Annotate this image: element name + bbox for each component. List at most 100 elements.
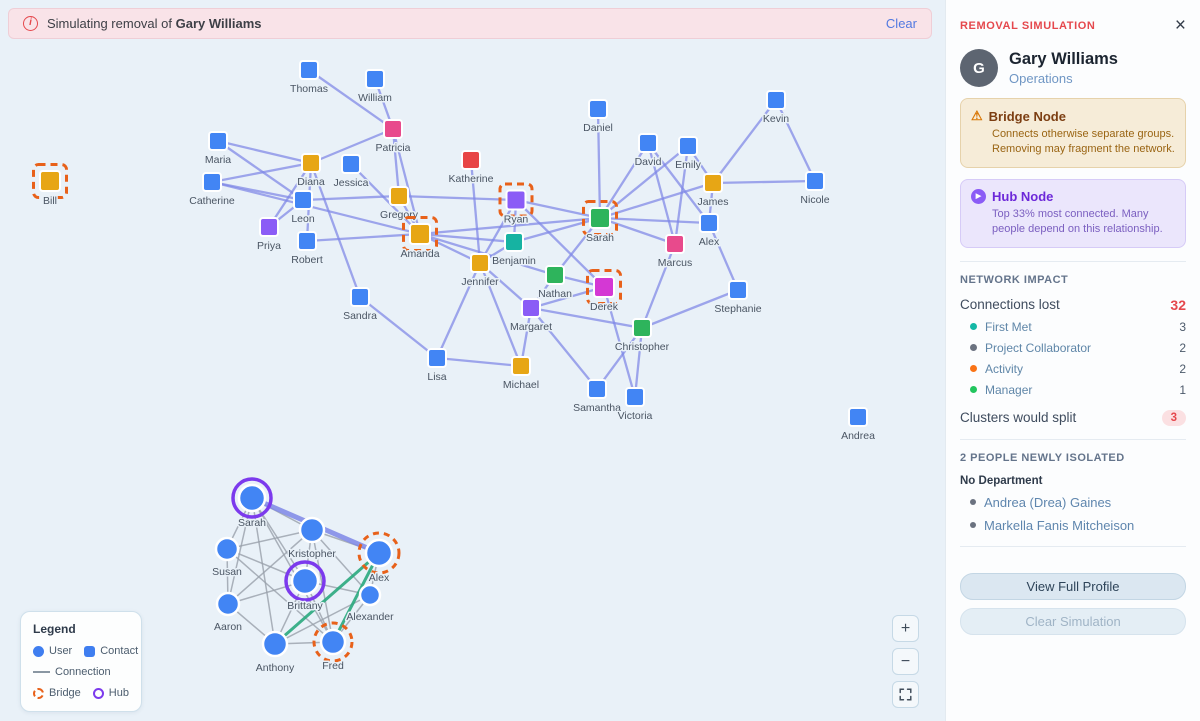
contact-node-shape[interactable] (297, 231, 317, 251)
user-node-shape[interactable] (261, 630, 289, 658)
contact-node-shape[interactable] (259, 217, 279, 237)
contact-node-shape[interactable] (625, 387, 645, 407)
graph-node-jessica[interactable]: Jessica (332, 154, 370, 191)
graph-node-christopher[interactable]: Christopher (613, 318, 671, 355)
graph-node-samantha[interactable]: Samantha (572, 379, 623, 416)
contact-node-shape[interactable] (703, 173, 723, 193)
graph-node-priya[interactable]: Priya (256, 217, 283, 254)
contact-node-shape[interactable] (470, 253, 490, 273)
contact-node-shape[interactable] (511, 356, 531, 376)
graph-node-thomas[interactable]: Thomas (289, 60, 329, 97)
contact-node-shape[interactable] (545, 265, 565, 285)
view-full-profile-button[interactable]: View Full Profile (960, 572, 1186, 600)
graph-node-patricia[interactable]: Patricia (374, 119, 412, 156)
contact-node-shape[interactable] (293, 190, 313, 210)
graph-node-nicole[interactable]: Nicole (799, 171, 831, 208)
graph-node-aaron-user[interactable]: Aaron (212, 591, 244, 635)
graph-node-alex[interactable]: Alex (697, 213, 721, 250)
contact-node-shape[interactable] (208, 131, 228, 151)
graph-node-jennifer[interactable]: Jennifer (460, 253, 501, 290)
contact-node-shape[interactable] (461, 150, 481, 170)
graph-node-katherine[interactable]: Katherine (447, 150, 495, 187)
graph-node-emily[interactable]: Emily (674, 136, 703, 173)
contact-node-shape[interactable] (409, 223, 431, 245)
graph-node-michael[interactable]: Michael (501, 356, 541, 393)
contact-node-shape[interactable] (848, 407, 868, 427)
user-node-shape[interactable] (319, 628, 347, 656)
contact-node-shape[interactable] (766, 90, 786, 110)
contact-node-shape[interactable] (301, 153, 321, 173)
user-node-shape[interactable] (364, 538, 394, 568)
graph-node-nathan[interactable]: Nathan (537, 265, 574, 302)
graph-node-susan-user[interactable]: Susan (211, 536, 244, 580)
fit-view-button[interactable] (892, 681, 919, 708)
graph-node-sandra[interactable]: Sandra (342, 287, 379, 324)
graph-node-victoria[interactable]: Victoria (616, 387, 654, 424)
graph-node-derek[interactable]: Derek (586, 269, 622, 315)
clear-simulation-button[interactable]: Clear Simulation (960, 607, 1186, 635)
user-node-shape[interactable] (215, 591, 241, 617)
graph-node-andrea[interactable]: Andrea (840, 407, 877, 444)
contact-node-shape[interactable] (587, 379, 607, 399)
graph-node-kevin[interactable]: Kevin (761, 90, 791, 127)
graph-node-bill[interactable]: Bill (32, 163, 68, 209)
graph-node-alexander-user[interactable]: Alexander (345, 583, 396, 625)
close-icon[interactable]: × (1174, 15, 1186, 36)
contact-node-shape[interactable] (589, 207, 611, 229)
zoom-in-button[interactable]: + (892, 615, 919, 642)
contact-node-shape[interactable] (389, 186, 409, 206)
graph-node-maria[interactable]: Maria (203, 131, 233, 168)
contact-node-shape[interactable] (365, 69, 385, 89)
graph-node-alex-user[interactable]: Alex (357, 531, 401, 586)
graph-node-catherine[interactable]: Catherine (188, 172, 236, 209)
user-node-shape[interactable] (358, 583, 382, 607)
user-node-shape[interactable] (214, 536, 240, 562)
contact-node-shape[interactable] (427, 348, 447, 368)
contact-node-shape[interactable] (341, 154, 361, 174)
graph-node-robert[interactable]: Robert (290, 231, 324, 268)
graph-node-sarah-user[interactable]: Sarah (231, 477, 273, 531)
graph-node-stephanie[interactable]: Stephanie (713, 280, 763, 317)
contact-node-shape[interactable] (678, 136, 698, 156)
graph-node-fred-user[interactable]: Fred (312, 621, 354, 674)
contact-node-shape[interactable] (202, 172, 222, 192)
contact-node-shape[interactable] (588, 99, 608, 119)
graph-node-kristopher-user[interactable]: Kristopher (287, 516, 338, 562)
zoom-out-button[interactable]: − (892, 648, 919, 675)
contact-node-shape[interactable] (350, 287, 370, 307)
user-node-shape[interactable] (290, 566, 320, 596)
contact-node-shape[interactable] (699, 213, 719, 233)
graph-node-leon[interactable]: Leon (290, 190, 316, 227)
graph-node-lisa[interactable]: Lisa (426, 348, 448, 385)
graph-node-william[interactable]: William (357, 69, 394, 106)
contact-node-shape[interactable] (504, 232, 524, 252)
isolated-person-name[interactable]: Markella Fanis Mitcheison (984, 517, 1135, 533)
contact-node-shape[interactable] (593, 276, 615, 298)
contact-node-shape[interactable] (39, 170, 61, 192)
graph-node-sarah[interactable]: Sarah (582, 200, 618, 246)
contact-node-shape[interactable] (665, 234, 685, 254)
graph-node-diana[interactable]: Diana (296, 153, 326, 190)
contact-node-shape[interactable] (383, 119, 403, 139)
banner-clear-link[interactable]: Clear (885, 16, 917, 31)
contact-node-shape[interactable] (805, 171, 825, 191)
graph-node-james[interactable]: James (696, 173, 730, 210)
graph-node-ryan[interactable]: Ryan (498, 182, 534, 227)
user-node-shape[interactable] (237, 483, 267, 513)
contact-node-shape[interactable] (521, 298, 541, 318)
user-node-shape[interactable] (298, 516, 326, 544)
isolated-person-name[interactable]: Andrea (Drea) Gaines (984, 494, 1112, 510)
graph-node-marcus[interactable]: Marcus (656, 234, 694, 271)
contact-node-shape[interactable] (299, 60, 319, 80)
contact-node-shape[interactable] (632, 318, 652, 338)
graph-node-daniel[interactable]: Daniel (582, 99, 614, 136)
graph-node-amanda[interactable]: Amanda (399, 216, 441, 262)
graph-node-brittany-user[interactable]: Brittany (284, 560, 326, 614)
graph-node-anthony-user[interactable]: Anthony (254, 630, 297, 676)
graph-node-david[interactable]: David (633, 133, 663, 170)
contact-node-shape[interactable] (505, 189, 527, 211)
graph-node-benjamin[interactable]: Benjamin (491, 232, 538, 269)
contact-node-shape[interactable] (728, 280, 748, 300)
contact-node-shape[interactable] (638, 133, 658, 153)
